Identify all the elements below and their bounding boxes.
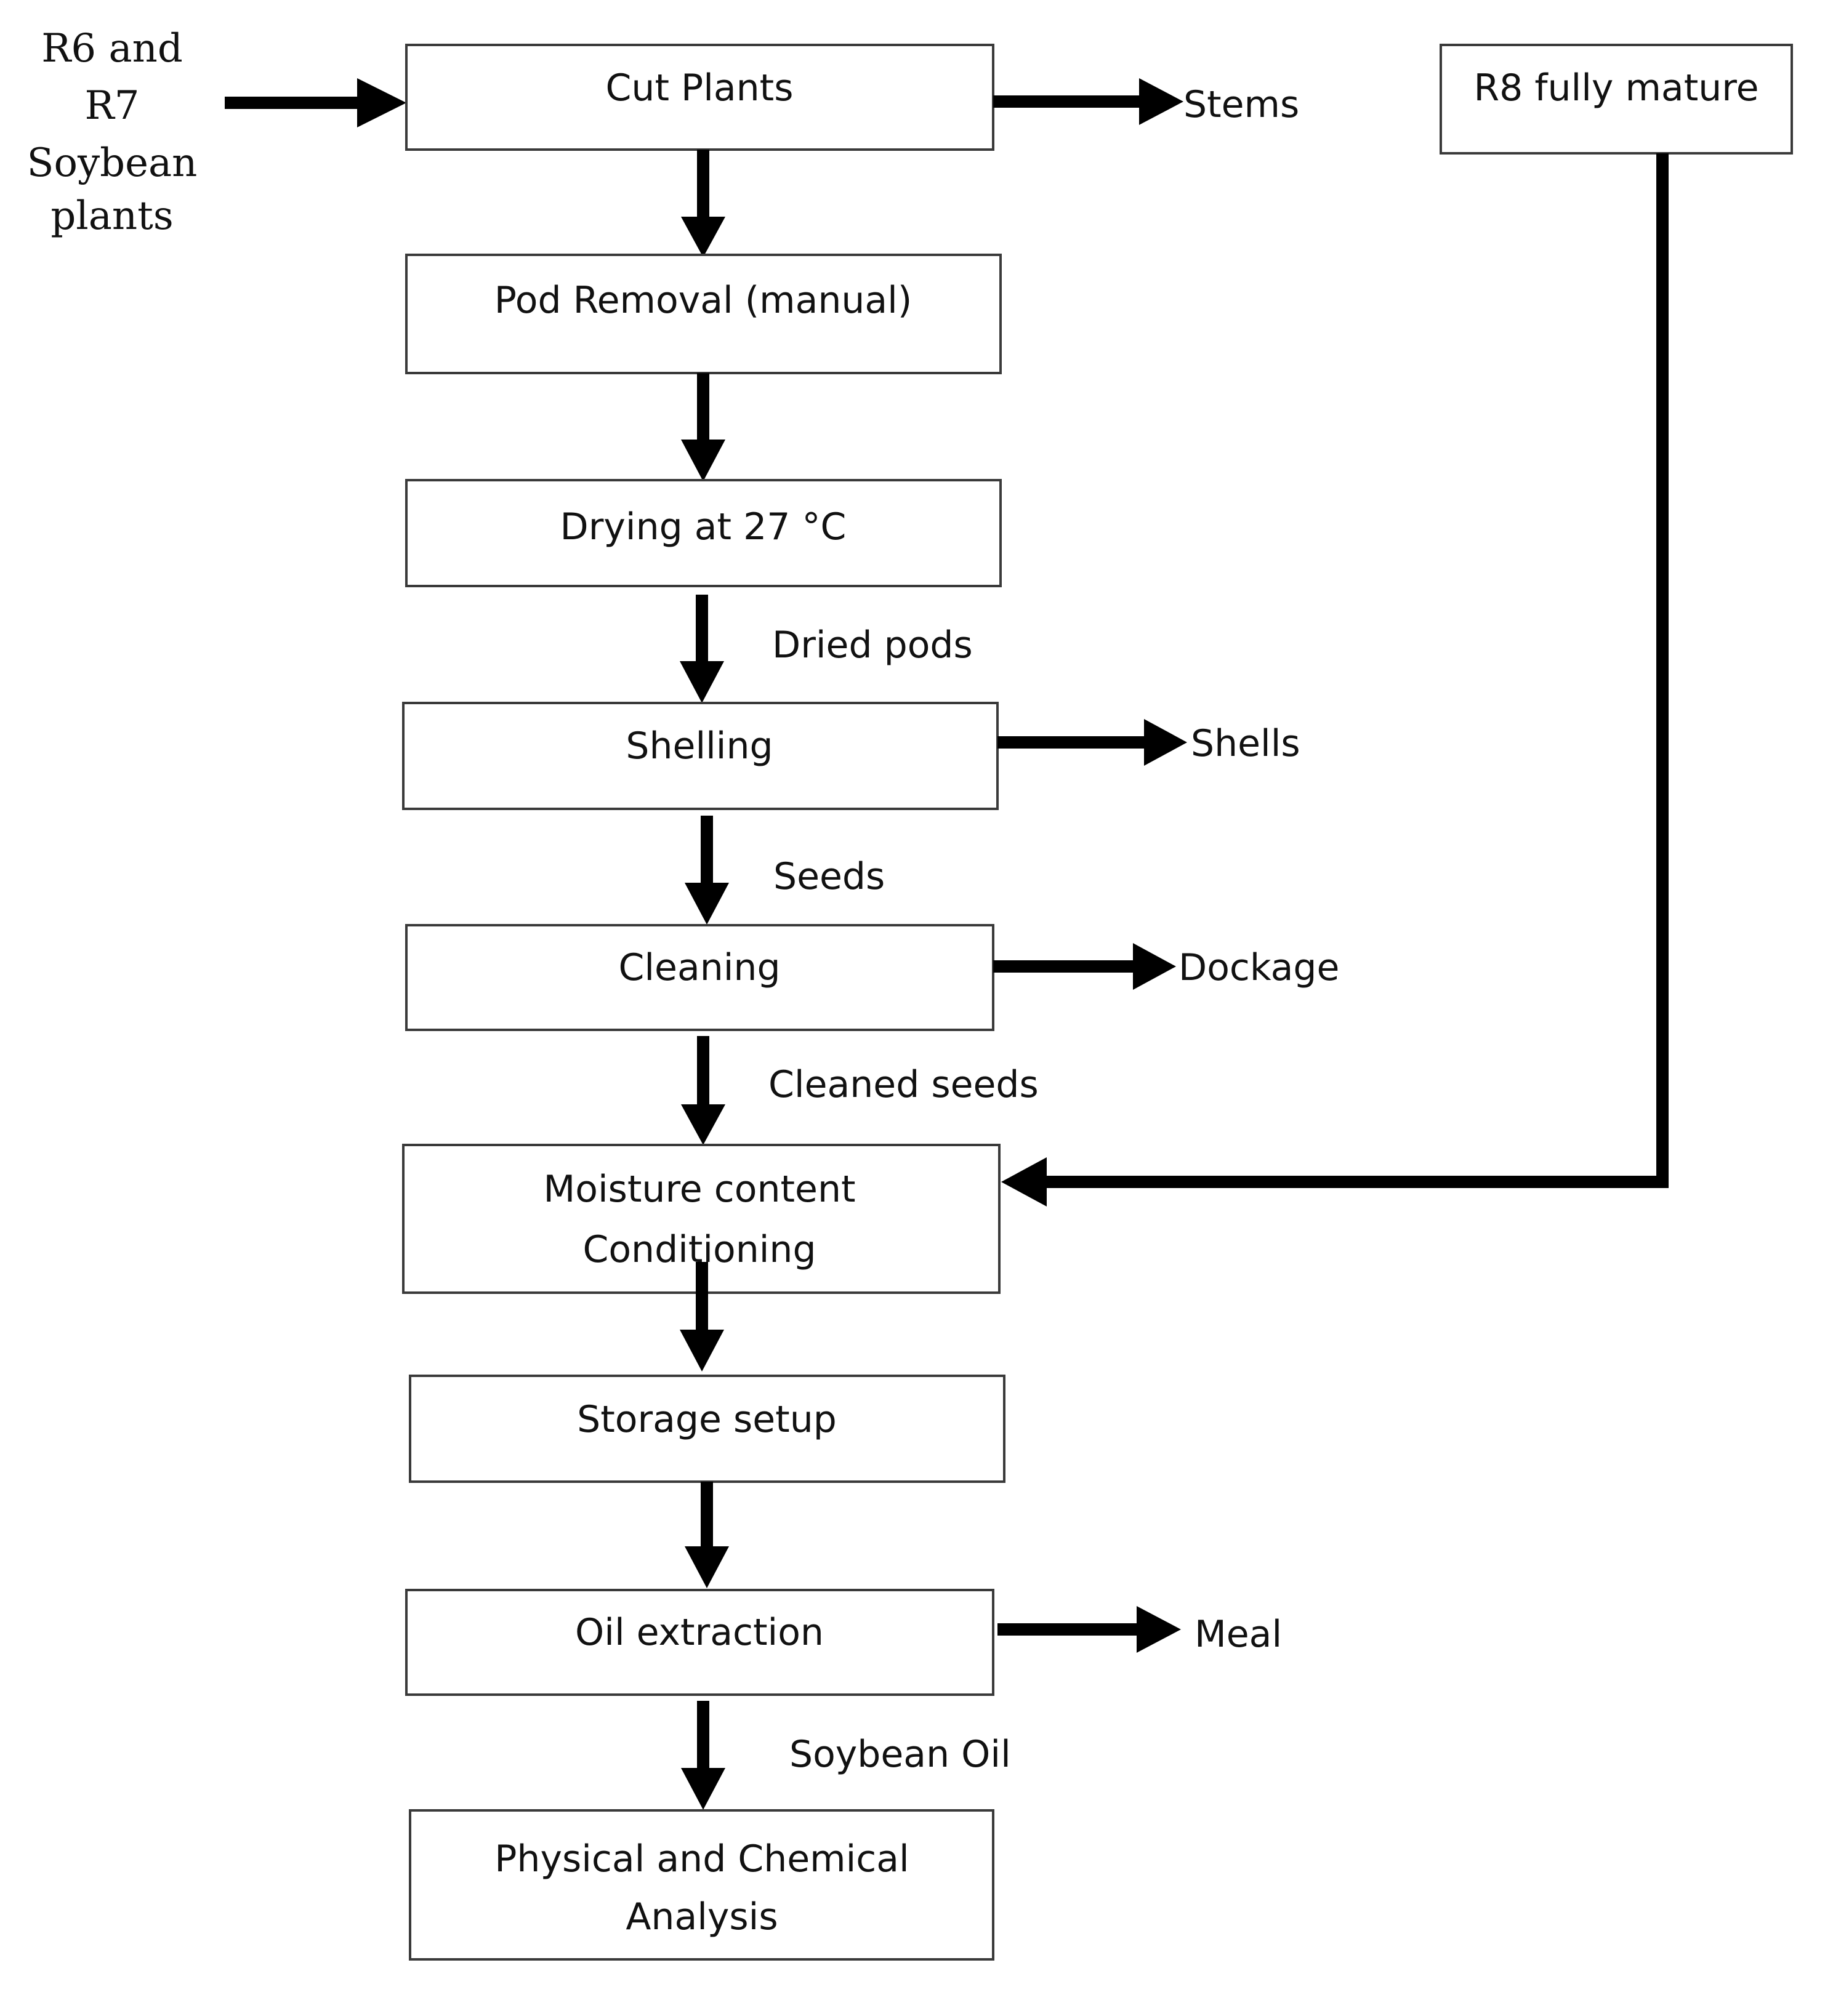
step-oil-extraction: Oil extraction <box>405 1589 994 1696</box>
flow-label-cleaned-seeds: Cleaned seeds <box>768 1063 1039 1106</box>
output-dockage: Dockage <box>1178 946 1339 989</box>
r8-fully-mature-label: R8 fully mature <box>1473 66 1759 110</box>
input-label-line-2: R7 <box>85 83 140 129</box>
arrow-moisture-to-storage <box>680 1262 724 1371</box>
input-label-line-1: R6 and <box>41 26 183 71</box>
meal-arrow <box>997 1606 1181 1653</box>
step-moisture-label-line-1: Moisture content <box>543 1168 855 1211</box>
step-shelling: Shelling <box>402 702 999 810</box>
output-shells: Shells <box>1191 722 1300 765</box>
arrow-cleaning-to-moisture <box>681 1036 725 1145</box>
flow-label-soybean-oil: Soybean Oil <box>789 1733 1011 1776</box>
flow-label-dried-pods: Dried pods <box>772 624 973 667</box>
output-meal: Meal <box>1195 1613 1282 1656</box>
input-label: R6 and R7 Soybean plants <box>27 26 198 239</box>
step-cut-plants-label: Cut Plants <box>606 66 794 110</box>
step-drying: Drying at 27 °C <box>405 479 1002 587</box>
arrow-storage-to-oil <box>685 1482 729 1588</box>
step-analysis: Physical and Chemical Analysis <box>409 1809 994 1961</box>
input-label-line-4: plants <box>50 193 173 239</box>
step-shelling-label: Shelling <box>626 725 773 768</box>
step-pod-removal-label: Pod Removal (manual) <box>494 279 912 322</box>
step-cut-plants: Cut Plants <box>405 44 994 151</box>
input-arrow <box>225 78 406 127</box>
step-storage-label: Storage setup <box>577 1398 837 1441</box>
stems-arrow <box>993 78 1183 125</box>
arrow-shelling-to-cleaning <box>685 816 729 925</box>
step-drying-label: Drying at 27 °C <box>560 505 847 548</box>
step-storage-setup: Storage setup <box>409 1375 1005 1483</box>
step-cleaning: Cleaning <box>405 924 994 1031</box>
flow-label-seeds: Seeds <box>773 855 885 898</box>
step-cleaning-label: Cleaning <box>618 946 780 989</box>
arrow-pod-to-drying <box>681 373 725 481</box>
output-stems: Stems <box>1183 83 1299 126</box>
r8-fully-mature-box: R8 fully mature <box>1440 44 1793 155</box>
step-analysis-label-line-2: Analysis <box>626 1895 778 1938</box>
step-pod-removal: Pod Removal (manual) <box>405 254 1002 374</box>
arrow-drying-to-shelling <box>680 595 724 703</box>
arrow-oil-to-analysis <box>681 1701 725 1810</box>
step-oil-extraction-label: Oil extraction <box>575 1611 824 1654</box>
step-analysis-label-line-1: Physical and Chemical <box>494 1837 909 1881</box>
shells-arrow <box>997 719 1187 766</box>
arrow-cut-to-pod <box>681 150 725 257</box>
r8-connector-arrow <box>1001 153 1669 1207</box>
input-label-line-3: Soybean <box>27 140 198 186</box>
dockage-arrow <box>993 943 1176 990</box>
